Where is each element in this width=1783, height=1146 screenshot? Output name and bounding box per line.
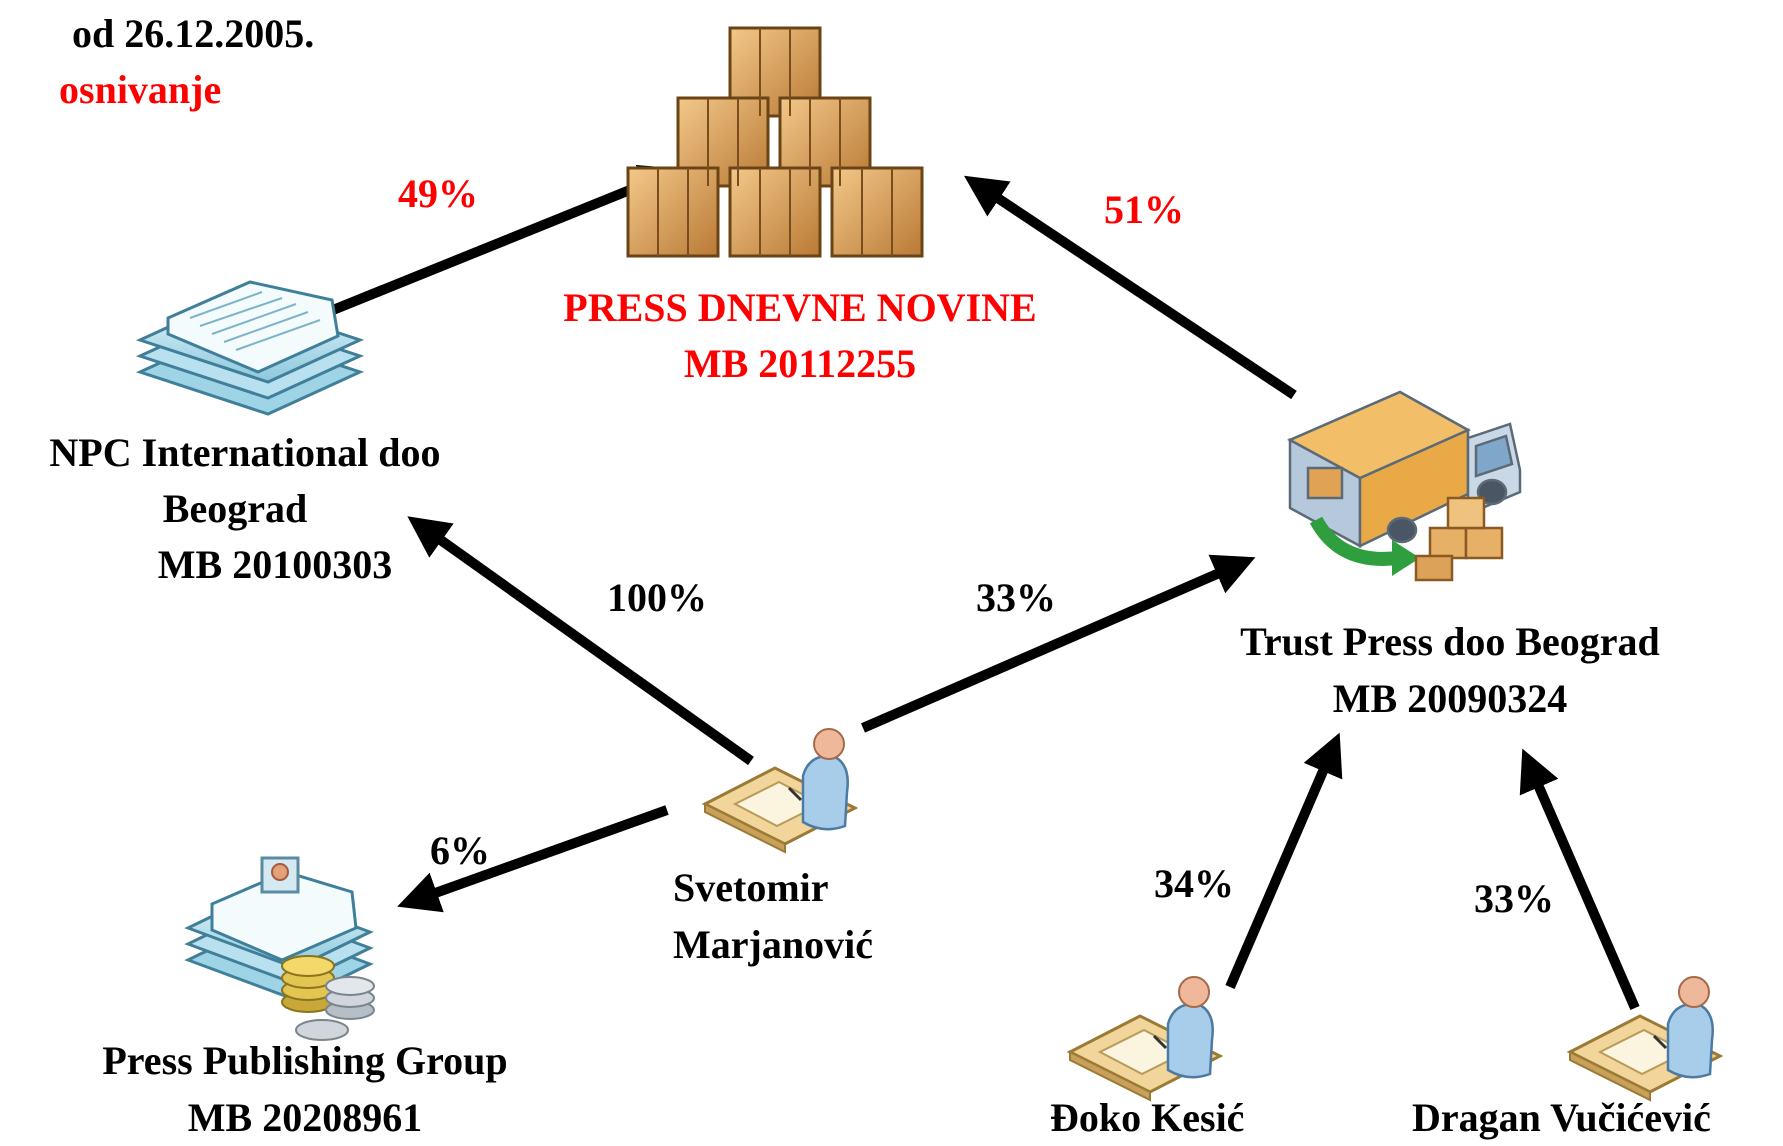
ppg-name: Press Publishing Group <box>102 1038 508 1083</box>
person-at-desk-icon <box>1566 976 1724 1102</box>
edge-label-trust-press: 51% <box>1104 187 1184 232</box>
trust-name: Trust Press doo Beograd <box>1240 619 1660 664</box>
edge-label-doko-trust: 34% <box>1154 861 1234 906</box>
npc-city: Beograd <box>162 486 308 531</box>
edge-label-svetomir-ppg: 6% <box>430 828 490 873</box>
arrows <box>331 164 1640 1010</box>
person-at-desk-icon <box>1066 976 1224 1102</box>
doko-name: Đoko Kesić <box>1050 1095 1245 1140</box>
stacked-boxes-icon <box>626 26 924 258</box>
arrow-trust-to-press <box>964 175 1297 400</box>
document-stack-icon <box>135 280 365 416</box>
arrow-doko-to-trust <box>1225 732 1343 989</box>
arrow-svetomir-to-trust <box>861 554 1256 733</box>
svetomir-last-name: Marjanović <box>673 922 873 967</box>
press-dnevne-name: PRESS DNEVNE NOVINE <box>563 285 1037 330</box>
delivery-truck-icon <box>1287 390 1522 582</box>
edge-label-svetomir-npc: 100% <box>607 575 707 620</box>
ppg-mb: MB 20208961 <box>187 1095 423 1140</box>
document-coins-icon <box>184 856 375 1041</box>
press-dnevne-mb: MB 20112255 <box>683 341 917 386</box>
arrow-svetomir-to-npc <box>407 516 754 766</box>
edge-label-dragan-trust: 33% <box>1474 876 1554 921</box>
person-at-desk-icon <box>701 728 859 854</box>
dragan-name: Dragan Vučićević <box>1412 1095 1711 1140</box>
arrow-npc-to-press <box>331 164 683 315</box>
founding-label: osnivanje <box>59 67 222 112</box>
npc-mb: MB 20100303 <box>157 542 393 587</box>
npc-name: NPC International doo <box>49 430 441 475</box>
edge-label-npc-press: 49% <box>398 171 478 216</box>
svetomir-first-name: Svetomir <box>673 865 829 910</box>
arrow-dragan-to-trust <box>1519 748 1640 1010</box>
edge-label-svetomir-trust: 33% <box>976 575 1056 620</box>
trust-mb: MB 20090324 <box>1332 676 1568 721</box>
arrow-svetomir-to-ppg <box>397 805 669 913</box>
founding-date: od 26.12.2005. <box>72 11 315 56</box>
